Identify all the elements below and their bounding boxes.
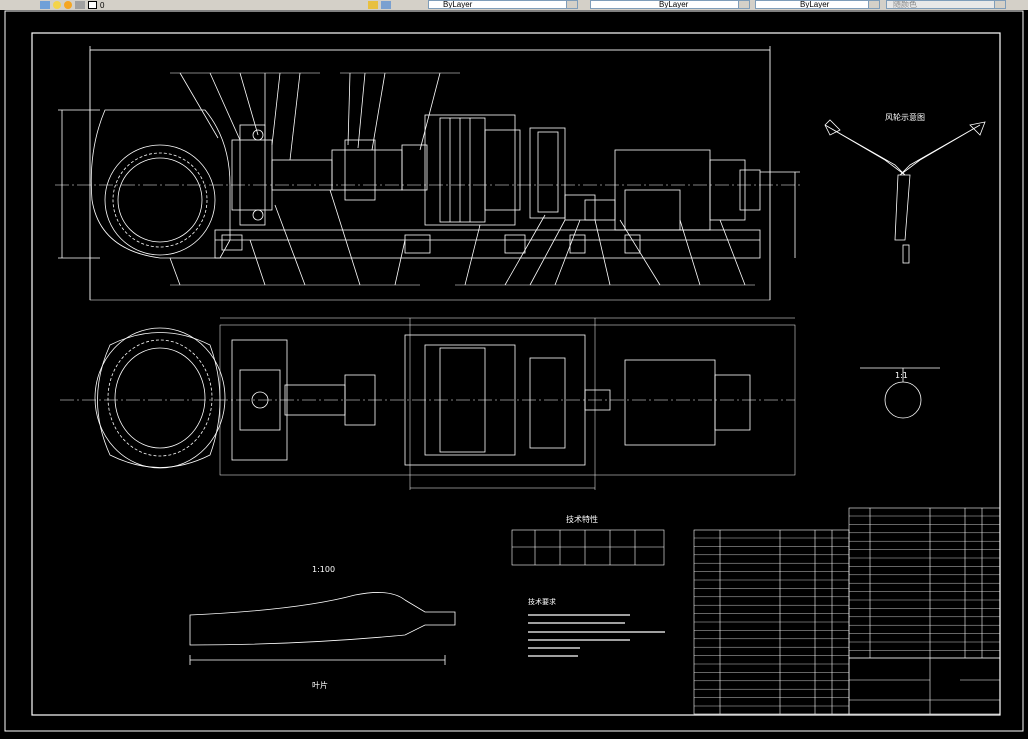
lock-icon[interactable] <box>75 1 85 9</box>
color-value: ByLayer <box>659 0 689 9</box>
chevron-down-icon[interactable] <box>738 1 749 8</box>
blade-scale-label: 1:100 <box>312 565 335 574</box>
drawing-svg: 风轮示意图 1:1 1:100 叶片 技术特性 技术要求 <box>4 10 1024 732</box>
linetype-value: ByLayer <box>443 0 473 9</box>
parts-list <box>693 507 1001 715</box>
color-combo[interactable]: ByLayer <box>590 0 750 9</box>
chevron-down-icon[interactable] <box>994 1 1005 8</box>
tech-params-table <box>511 529 665 566</box>
sun-icon[interactable] <box>64 1 72 9</box>
blade-profile <box>189 592 456 665</box>
tech-requirements-lines <box>528 614 665 657</box>
plotstyle-combo[interactable]: 随颜色 <box>886 0 1006 9</box>
outer-frame <box>4 10 1024 732</box>
layer-tools <box>368 0 391 10</box>
plan-view <box>60 317 796 490</box>
plotstyle-value: 随颜色 <box>893 0 917 9</box>
chevron-down-icon[interactable] <box>868 1 879 8</box>
lightbulb-icon[interactable] <box>53 1 61 9</box>
drawing-border <box>31 32 1001 716</box>
linetype-combo[interactable]: ByLayer <box>428 0 578 9</box>
detail-scale-label: 1:1 <box>895 371 908 380</box>
color-swatch-icon[interactable] <box>88 1 97 9</box>
tech-params-title: 技术特性 <box>566 514 598 524</box>
fan-wheel-label: 风轮示意图 <box>885 112 925 122</box>
detail-view <box>860 367 940 419</box>
layer-controls: 0 <box>40 0 104 10</box>
chevron-down-icon[interactable] <box>566 1 577 8</box>
model-space-canvas[interactable]: 风轮示意图 1:1 1:100 叶片 技术特性 技术要求 <box>0 10 1028 735</box>
elevation-view <box>55 46 800 301</box>
fan-wheel-schematic <box>824 119 986 264</box>
parts-list-rows <box>694 515 1000 707</box>
layer-icon[interactable] <box>40 1 50 9</box>
lineweight-value: ByLayer <box>800 0 830 9</box>
layer-manager-icon[interactable] <box>368 1 378 9</box>
blade-label: 叶片 <box>312 680 328 690</box>
layer-name[interactable]: 0 <box>100 0 105 10</box>
lineweight-combo[interactable]: ByLayer <box>755 0 880 9</box>
tech-requirements-title: 技术要求 <box>528 597 556 606</box>
layer-previous-icon[interactable] <box>381 1 391 9</box>
